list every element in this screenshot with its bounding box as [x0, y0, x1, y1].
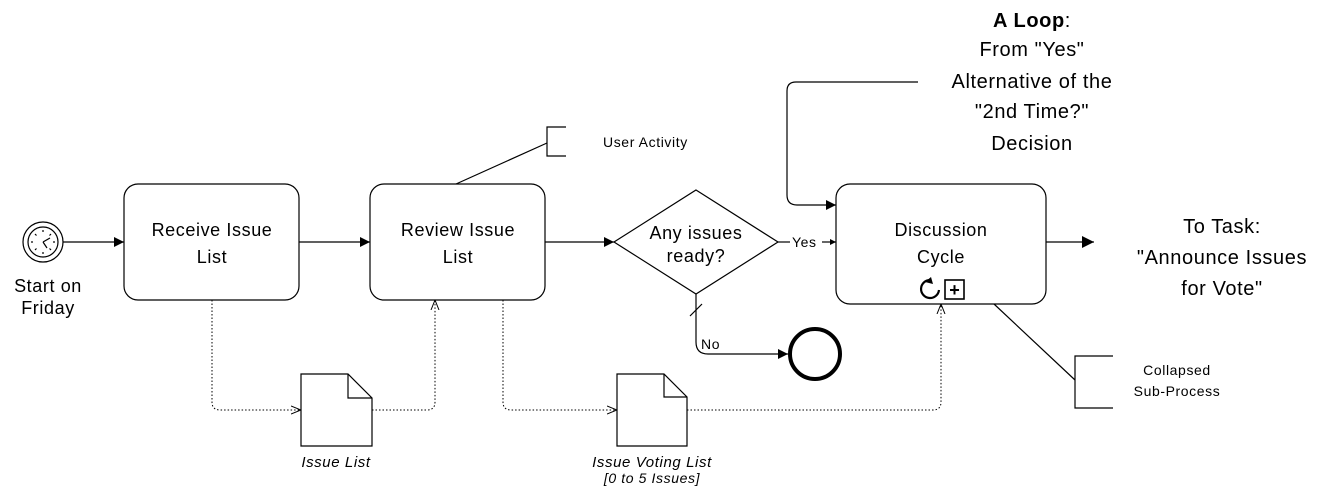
data-object-issue-list-label: Issue List: [301, 454, 371, 471]
gateway-yes-label: Yes: [792, 234, 817, 250]
annotation-association-collapsed: [993, 303, 1076, 381]
data-object-voting-list-fold: [663, 374, 687, 398]
subprocess-plus-symbol: +: [949, 280, 960, 300]
annotation-collapsed-line2: Sub-Process: [1134, 383, 1221, 399]
task-receive-label-line1: Receive Issue: [152, 220, 273, 240]
data-association-voting-list-to-discussion[interactable]: [687, 304, 941, 411]
data-object-voting-list-label-line1: Issue Voting List: [592, 454, 712, 471]
task-receive-issue-list[interactable]: [123, 183, 300, 301]
start-event-label-line1: Start on: [14, 276, 82, 296]
data-object-issue-list-fold: [347, 374, 372, 399]
annotation-association-user-activity: [455, 142, 548, 185]
start-event-label-line2: Friday: [21, 298, 75, 318]
annotation-loop-line1: A Loop:: [993, 10, 1071, 32]
annotation-loop-line2: From "Yes": [979, 39, 1084, 61]
data-object-voting-list-label-line2: [0 to 5 Issues]: [603, 470, 701, 486]
task-review-label-line2: List: [443, 247, 473, 267]
sequence-flow-no-end[interactable]: [695, 294, 788, 359]
subprocess-plus-marker-icon: [944, 279, 965, 300]
annotation-bracket-collapsed[interactable]: [1074, 355, 1113, 409]
gateway-label-line2: ready?: [667, 246, 726, 266]
data-association-review-to-voting-list[interactable]: [502, 300, 617, 410]
gateway-no-label: No: [701, 336, 720, 352]
off-page-label-line2: "Announce Issues: [1137, 247, 1307, 269]
data-object-issue-list[interactable]: [300, 373, 373, 447]
annotation-loop-line5: Decision: [991, 133, 1073, 155]
sequence-flow-loop-back[interactable]: [786, 81, 918, 210]
end-event[interactable]: [788, 327, 842, 381]
annotation-loop-line4: "2nd Time?": [975, 101, 1089, 123]
subprocess-discussion-cycle[interactable]: [835, 183, 1047, 305]
task-review-issue-list[interactable]: [369, 183, 546, 301]
default-flow-marker: [689, 303, 703, 317]
loop-marker-icon: [919, 277, 941, 300]
data-association-receive-to-issue-list[interactable]: [211, 300, 301, 410]
off-page-label-line1: To Task:: [1183, 216, 1261, 238]
gateway-label-line1: Any issues: [649, 223, 742, 243]
subprocess-label-line2: Cycle: [917, 247, 965, 267]
off-page-label-line3: for Vote": [1181, 278, 1262, 300]
task-receive-label-line2: List: [197, 247, 227, 267]
data-object-issue-voting-list[interactable]: [616, 373, 688, 447]
annotation-bracket-user-activity[interactable]: [546, 126, 566, 157]
annotation-loop-line3: Alternative of the: [952, 71, 1113, 93]
start-timer-event[interactable]: [22, 221, 64, 263]
annotation-collapsed-line1: Collapsed: [1143, 362, 1211, 378]
subprocess-label-line1: Discussion: [894, 220, 987, 240]
annotation-user-activity: User Activity: [603, 134, 688, 150]
clock-icon: [31, 230, 55, 254]
task-review-label-line1: Review Issue: [401, 220, 515, 240]
data-association-issue-list-to-review[interactable]: [372, 300, 435, 411]
